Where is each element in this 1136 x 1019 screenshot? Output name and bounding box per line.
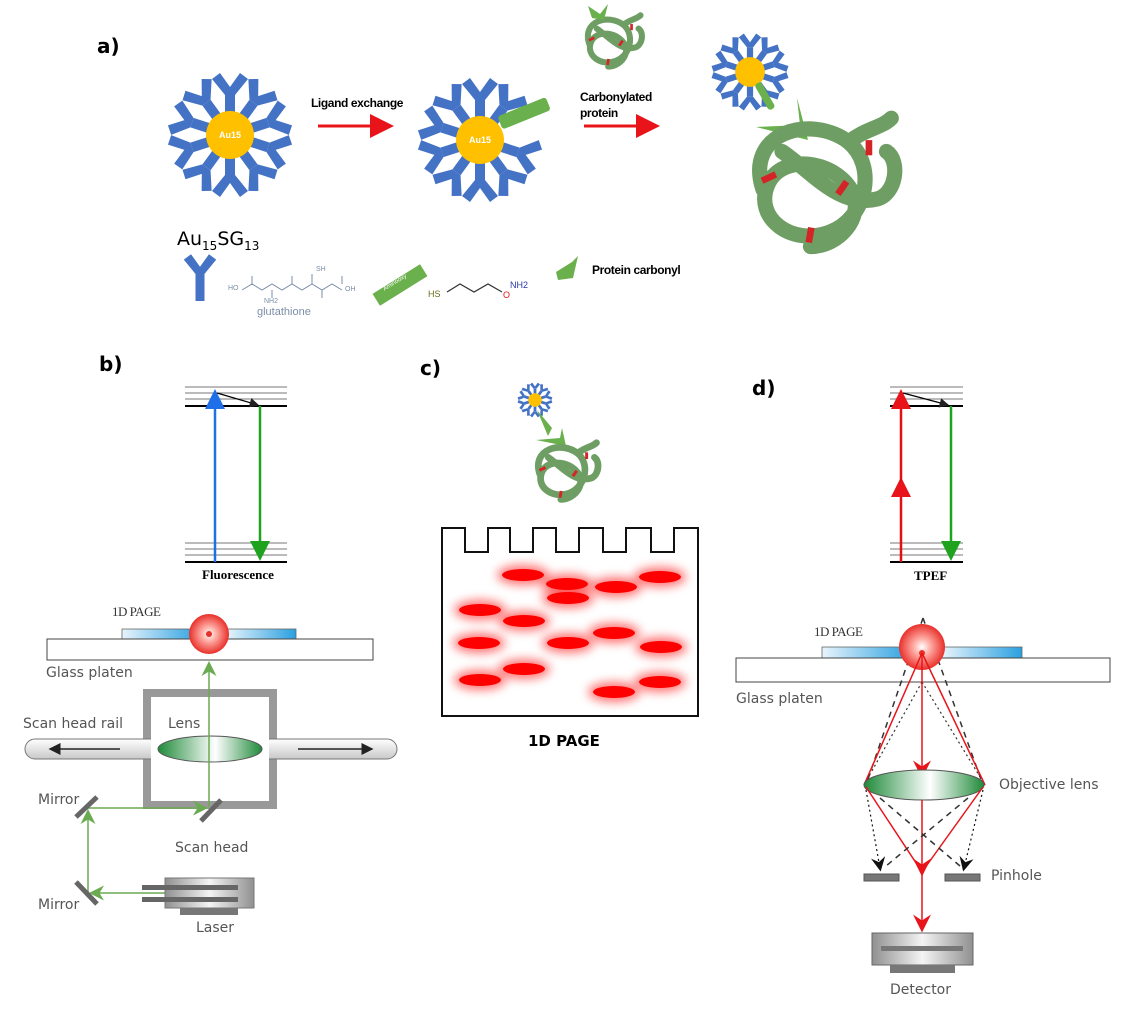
- pinhole-icon: [863, 873, 900, 882]
- gel-band: [595, 581, 637, 593]
- protein-knot-icon: [760, 118, 895, 246]
- lens-label: Lens: [168, 716, 201, 732]
- ligand-legend-icon: [183, 254, 217, 301]
- detector-label: Detector: [890, 982, 952, 998]
- carbonylated-protein-icon: [588, 15, 642, 66]
- gel-band: [639, 676, 681, 688]
- gel-band: [547, 592, 589, 604]
- core-label-2: Au15: [469, 135, 492, 145]
- gel-band: [547, 637, 589, 649]
- gel-band: [459, 674, 501, 686]
- mirror-label-bottom: Mirror: [38, 897, 80, 913]
- glutathione-structure: [241, 274, 343, 298]
- fluorescence-caption: Fluorescence: [202, 567, 274, 582]
- gel-band: [639, 571, 681, 583]
- atom-o: O: [503, 290, 511, 300]
- atom-ho: HO: [228, 285, 239, 292]
- carbonylated-label: Carbonylated: [580, 90, 652, 104]
- gel-bands: [453, 565, 687, 702]
- gel-band: [593, 686, 635, 698]
- confocal-diagram: [735, 617, 1111, 973]
- gel-band: [593, 627, 635, 639]
- objective-lens-icon: [863, 769, 985, 801]
- atom-hs: HS: [428, 289, 441, 299]
- gel-band: [546, 578, 588, 590]
- panel-label-d: d): [752, 376, 776, 400]
- gel-band: [502, 569, 544, 581]
- conjugate-protein-icon: [538, 443, 598, 500]
- aminooxy-legend-icon: [372, 264, 428, 306]
- atom-oh: OH: [345, 286, 356, 293]
- gel-band: [459, 604, 501, 616]
- objective-lens-label: Objective lens: [999, 777, 1099, 793]
- laser-icon: [164, 877, 255, 909]
- protein-label: protein: [580, 106, 618, 120]
- protein-carbonyl-legend-icon: [556, 256, 578, 280]
- panel-label-a: a): [97, 34, 120, 58]
- laser-label: Laser: [196, 920, 235, 936]
- scanner-diagram: [24, 614, 398, 915]
- au15-cluster-aminooxy: [415, 78, 550, 202]
- gel-band: [640, 641, 682, 653]
- jablonski-diagram-tpef: [890, 386, 963, 563]
- page-label-b: 1D PAGE: [112, 604, 161, 619]
- atom-sh: SH: [316, 266, 326, 273]
- atom-nh2: NH2: [264, 298, 279, 305]
- jablonski-diagram-fluorescence: [185, 386, 287, 563]
- aminooxy-linker-icon: [498, 97, 550, 129]
- aminooxy-structure: [446, 283, 503, 293]
- panel-label-c: c): [420, 356, 441, 380]
- protein-carbonyl-label: Protein carbonyl: [592, 263, 681, 277]
- panel-label-b: b): [99, 352, 123, 376]
- conjugate-cluster-icon: [709, 33, 791, 111]
- scan-head-rail-label: Scan head rail: [23, 716, 124, 732]
- mirror-label-top: Mirror: [38, 792, 80, 808]
- mirror-top-icon: [74, 795, 99, 819]
- mirror-bottom-icon: [74, 880, 99, 906]
- scan-head-label: Scan head: [175, 840, 249, 856]
- atom-nh2-amine: NH2: [510, 280, 529, 290]
- gel-band: [503, 615, 545, 627]
- gel-band: [458, 637, 500, 649]
- ligand-exchange-label: Ligand exchange: [311, 96, 404, 110]
- cluster-formula: Au15SG13: [177, 228, 260, 253]
- au15-cluster-initial: [165, 73, 295, 197]
- tpef-caption: TPEF: [914, 568, 948, 583]
- gold-core-icon: [206, 111, 254, 159]
- page-label-d: 1D PAGE: [814, 624, 863, 639]
- lens-icon: [157, 735, 263, 763]
- glass-platen-label: Glass platen: [46, 665, 133, 681]
- core-label-1: Au15: [219, 130, 242, 140]
- gel-band: [503, 663, 545, 675]
- glass-platen-label-d: Glass platen: [736, 691, 823, 707]
- pinhole-label: Pinhole: [991, 868, 1042, 884]
- glutathione-label: glutathione: [257, 306, 311, 318]
- gel-caption: 1D PAGE: [528, 732, 600, 750]
